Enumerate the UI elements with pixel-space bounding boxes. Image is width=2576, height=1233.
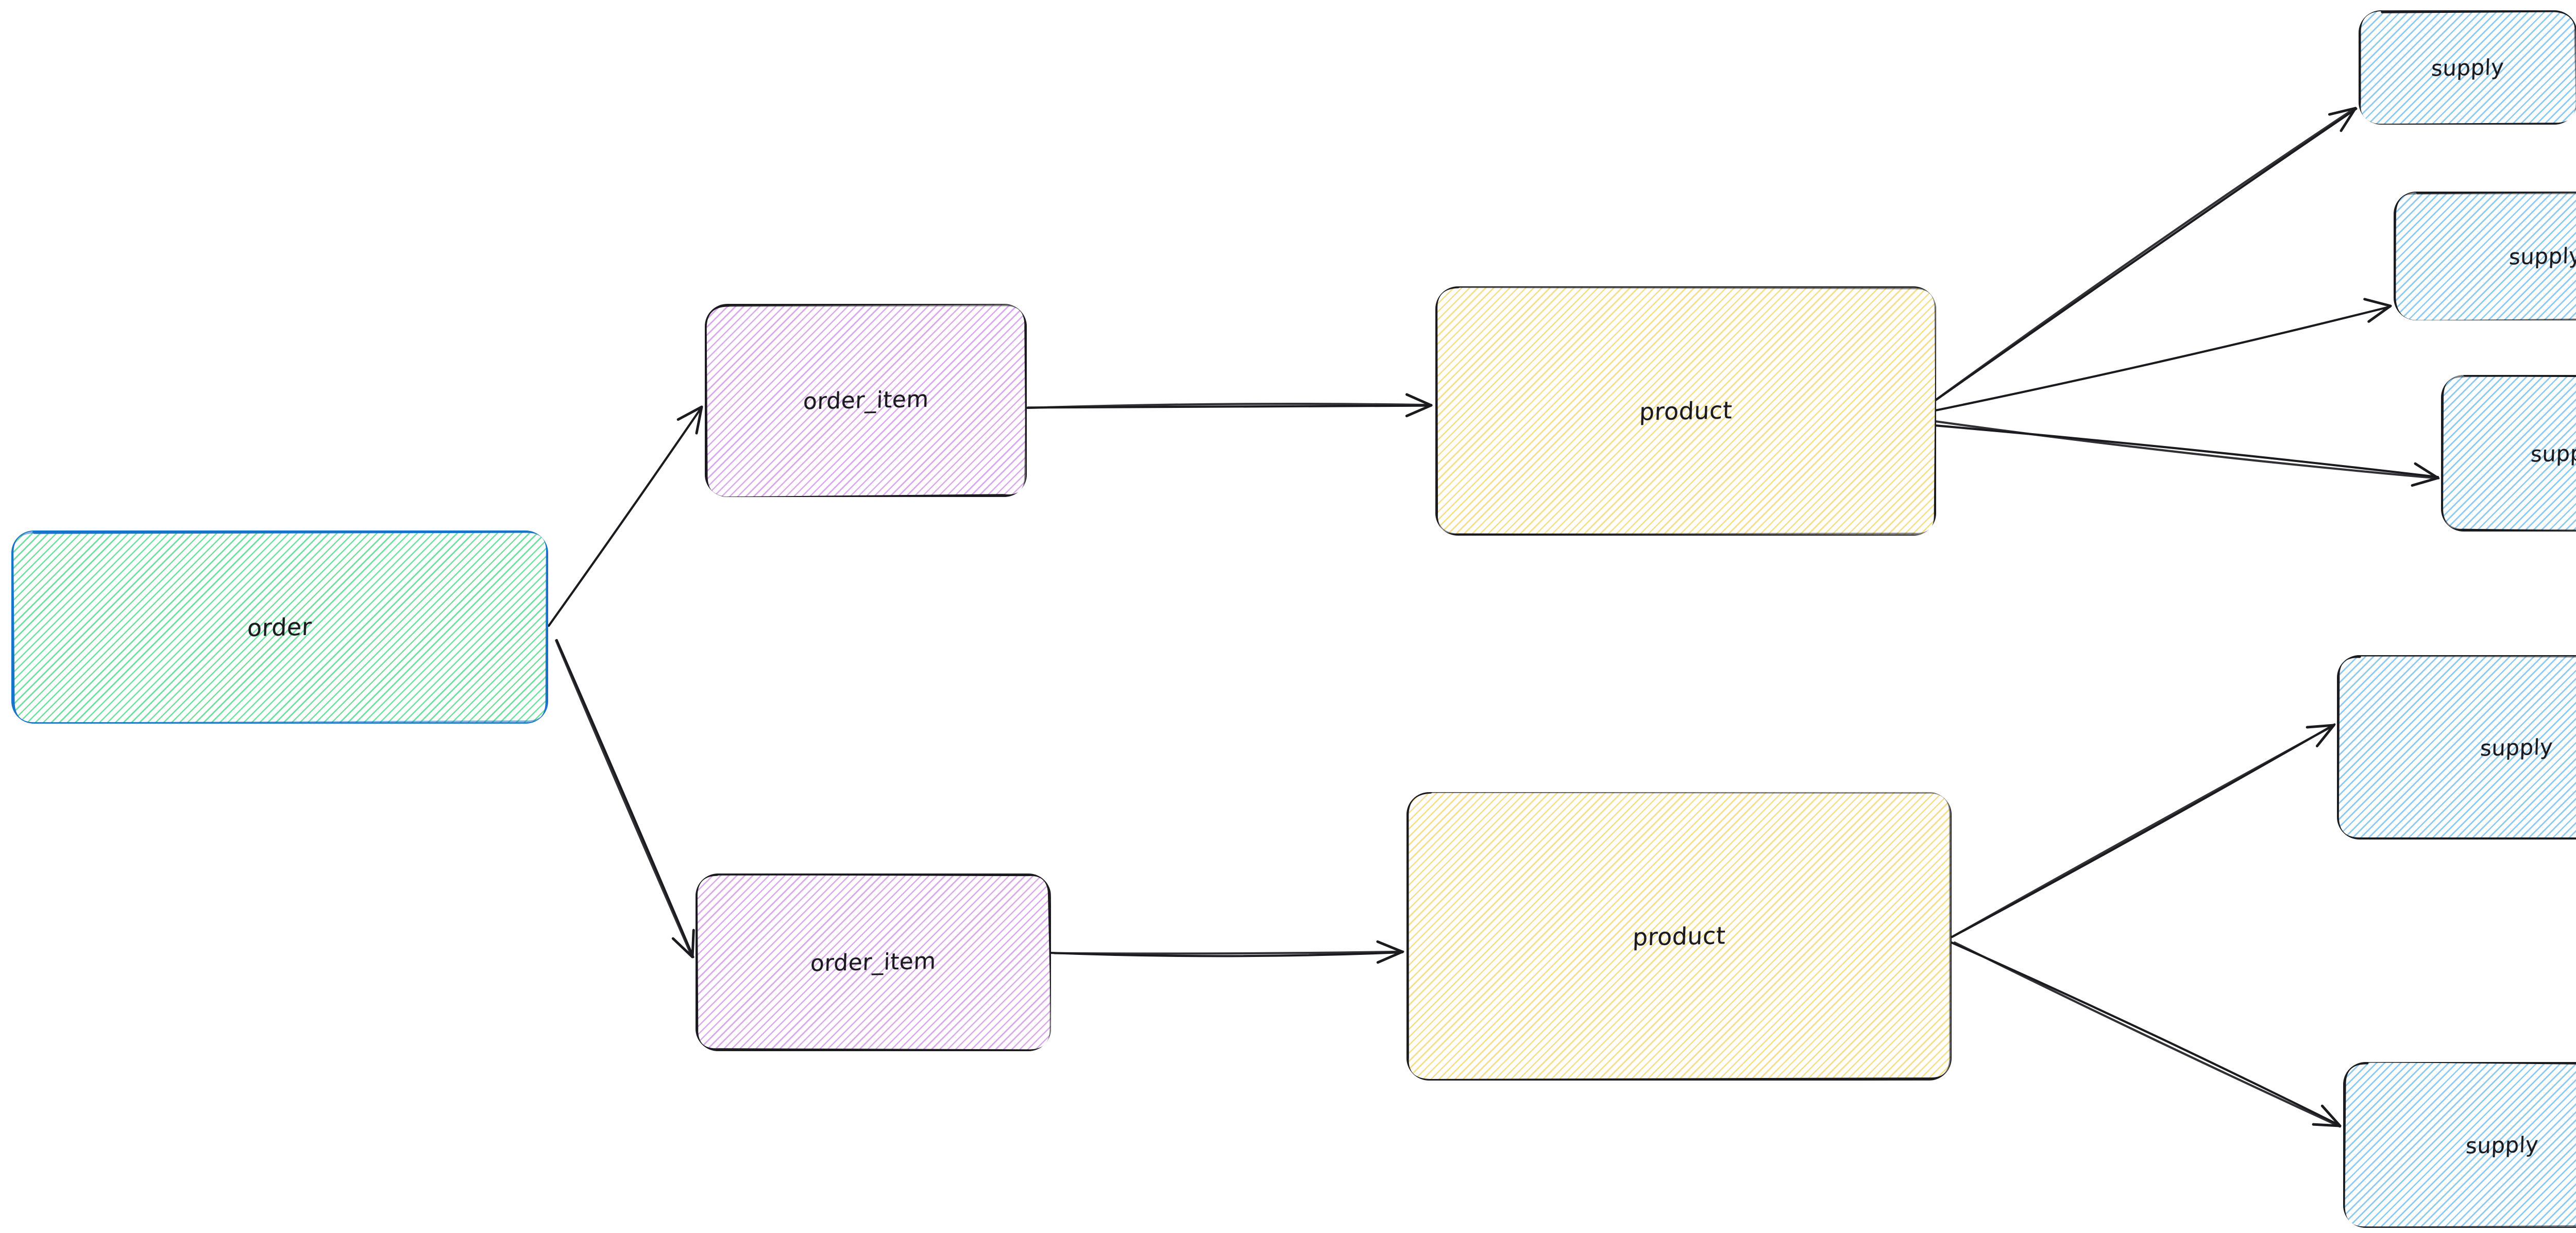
arrowhead <box>2320 1104 2342 1127</box>
arrowhead <box>695 405 703 435</box>
arrowhead <box>691 929 695 958</box>
edge-order_item_2-to-product_2 <box>1049 940 1404 964</box>
node-label: product <box>1632 921 1726 951</box>
arrowhead <box>2340 107 2357 132</box>
node-supply_1[interactable]: supply <box>2359 10 2576 125</box>
arrowhead <box>2328 107 2357 116</box>
node-order[interactable]: order <box>11 530 548 724</box>
node-label: order_item <box>810 948 937 977</box>
node-label: supply <box>2480 734 2554 761</box>
edge-order-to-order_item_2 <box>555 639 695 958</box>
node-product_1[interactable]: product <box>1435 286 1936 536</box>
node-order_item_2[interactable]: order_item <box>696 874 1051 1051</box>
edge-product_2-to-supply_5 <box>1950 941 2342 1128</box>
node-label: order_item <box>802 386 929 415</box>
node-label: supply <box>2431 54 2505 81</box>
node-product_2[interactable]: product <box>1406 792 1952 1081</box>
arrowhead <box>1405 404 1433 418</box>
node-supply_2[interactable]: supply <box>2394 192 2576 320</box>
arrowhead <box>2367 304 2392 323</box>
node-label: order <box>247 612 313 642</box>
edge-order_item_1-to-product_1 <box>1026 393 1433 418</box>
edge-product_2-to-supply_4 <box>1951 723 2336 938</box>
arrowhead <box>2363 298 2392 307</box>
arrowhead <box>2414 462 2439 480</box>
arrowhead <box>671 937 694 958</box>
edge-product_1-to-supply_3 <box>1933 420 2440 487</box>
edge-product_1-to-supply_2 <box>1930 298 2392 413</box>
arrowhead <box>1376 950 1404 964</box>
node-hatch-fill <box>2343 1062 2576 1228</box>
node-supply_5[interactable]: supply <box>2343 1062 2576 1228</box>
edge-product_1-to-supply_1 <box>1931 107 2358 403</box>
arrowhead <box>676 405 703 421</box>
node-label: product <box>1638 396 1733 426</box>
arrowhead <box>2312 1123 2342 1127</box>
edge-order-to-order_item_1 <box>547 405 703 627</box>
node-label: supply <box>2509 243 2576 269</box>
arrowhead <box>2306 724 2335 729</box>
arrowhead <box>2315 724 2335 748</box>
node-supply_4[interactable]: supply <box>2337 655 2576 840</box>
node-order_item_1[interactable]: order_item <box>705 304 1027 497</box>
arrowhead <box>2411 476 2439 487</box>
arrowhead <box>1376 940 1404 953</box>
node-label: supply <box>2465 1132 2539 1158</box>
node-label: supply <box>2530 440 2576 467</box>
node-supply_3[interactable]: supply <box>2441 375 2576 532</box>
arrowhead <box>1405 393 1433 407</box>
